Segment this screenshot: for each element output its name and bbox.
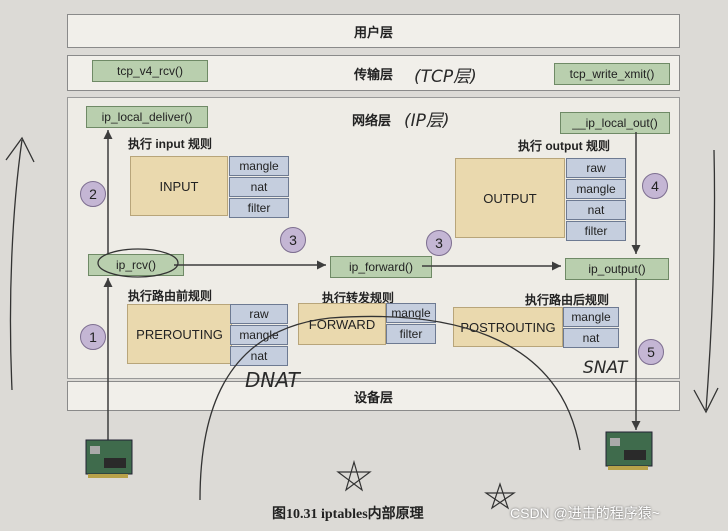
star-doodle-1 [338,462,370,490]
hand-up-arrow [6,138,34,390]
hand-circle [98,249,178,277]
transport-note: (TCP层) [414,62,477,87]
hand-curve [200,316,580,500]
hand-down-arrow [694,150,718,412]
dnat-note: DNAT [245,368,300,392]
nic-right-icon [606,432,652,470]
nic-left-icon [86,440,132,478]
network-note: (IP层) [404,106,450,131]
watermark: CSDN @进击的程序猿~ [510,503,660,523]
snat-note: SNAT [583,358,627,378]
figure-caption: 图10.31 iptables内部原理 [272,503,424,523]
